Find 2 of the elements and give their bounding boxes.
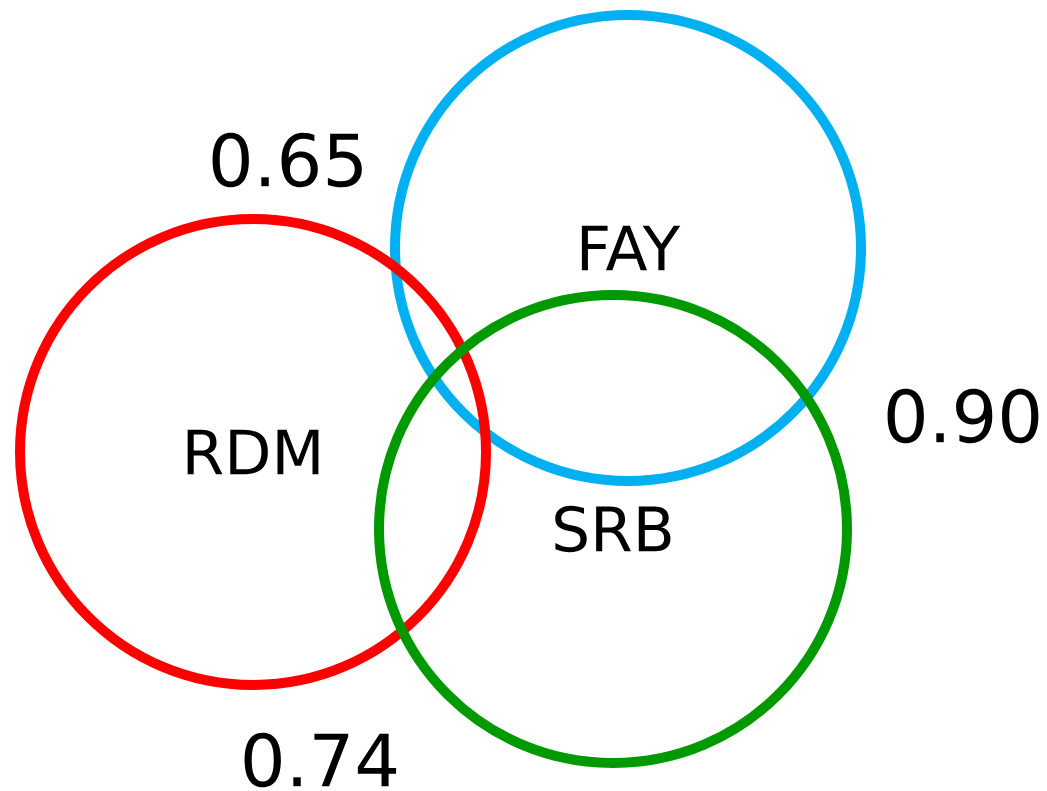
value-label: 0.90 [887, 388, 1039, 444]
value-label: 0.65 [212, 132, 362, 188]
